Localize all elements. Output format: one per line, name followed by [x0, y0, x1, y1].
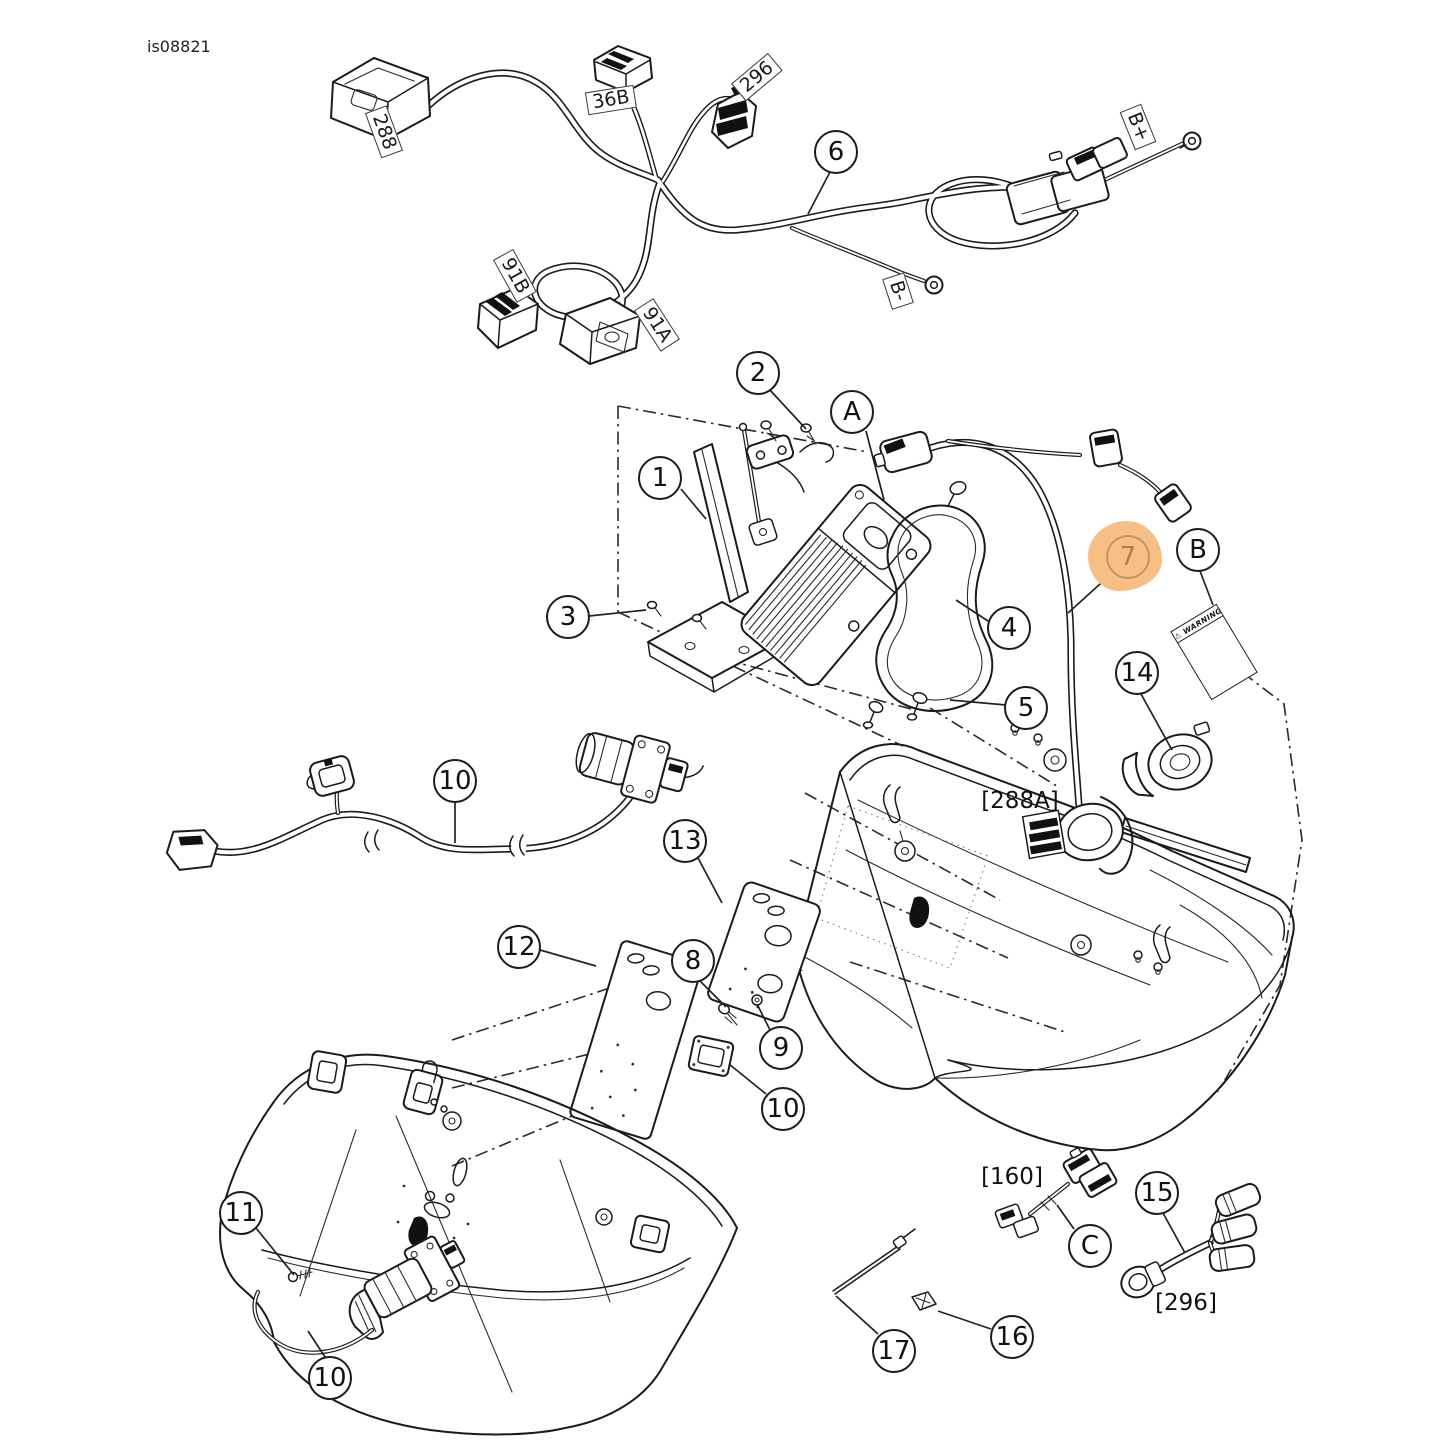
callout-13[interactable]: 13	[663, 819, 707, 863]
part-6-battery-harness	[330, 45, 1202, 365]
ring-terminal-b-minus	[924, 275, 944, 295]
amplifier	[740, 483, 932, 687]
part-4-bracket	[875, 480, 994, 712]
callout-6[interactable]: 6	[814, 130, 858, 174]
callout-a[interactable]: A	[830, 390, 874, 434]
part-16-clip	[911, 1291, 937, 1311]
part-3-screws	[646, 600, 707, 630]
harness-15-296	[1120, 1182, 1262, 1299]
callout-3[interactable]: 3	[546, 595, 590, 639]
ref-label-160: [160]	[981, 1164, 1043, 1190]
ref-label-288a: [288A]	[981, 788, 1059, 814]
callout-1[interactable]: 1	[638, 456, 682, 500]
left-saddlebag	[219, 1050, 738, 1436]
callout-2[interactable]: 2	[736, 351, 780, 395]
callout-4[interactable]: 4	[987, 606, 1031, 650]
fuse-holder	[1005, 150, 1110, 226]
part-7-harness	[873, 428, 1192, 845]
figure-id: is08821	[147, 37, 211, 56]
part-10-gasket	[687, 1035, 735, 1077]
leader-lines	[255, 171, 1214, 1358]
callout-15[interactable]: 15	[1135, 1171, 1179, 1215]
callout-7-highlighted[interactable]: 7	[1106, 535, 1150, 579]
callout-10-gasket[interactable]: 10	[761, 1087, 805, 1131]
part-17-cable-tie	[832, 1228, 916, 1295]
wire-break	[363, 828, 528, 865]
connector-288a	[1021, 795, 1134, 875]
part-10-harness	[165, 732, 704, 871]
connector-91a	[559, 297, 641, 365]
part-13-plate	[707, 881, 821, 1023]
part-8-screw	[717, 1003, 738, 1026]
callout-9[interactable]: 9	[759, 1026, 803, 1070]
part-2-screws	[760, 420, 817, 445]
connector-91b	[477, 287, 539, 349]
part-5-pins	[862, 691, 928, 729]
callout-10-bottom[interactable]: 10	[308, 1356, 352, 1400]
callout-10-harness[interactable]: 10	[433, 759, 477, 803]
ref-label-296: [296]	[1155, 1290, 1217, 1316]
callout-12[interactable]: 12	[497, 925, 541, 969]
callout-5[interactable]: 5	[1004, 686, 1048, 730]
part-12-plate	[569, 940, 703, 1140]
part-14-connector	[1121, 721, 1213, 797]
harness-c-160	[994, 1147, 1118, 1239]
bag-connector	[348, 1235, 466, 1340]
callout-11[interactable]: 11	[219, 1191, 263, 1235]
callout-16[interactable]: 16	[990, 1315, 1034, 1359]
callout-c[interactable]: C	[1068, 1224, 1112, 1268]
callout-17[interactable]: 17	[872, 1329, 916, 1373]
callout-14[interactable]: 14	[1115, 651, 1159, 695]
connector-b-plus	[1065, 137, 1128, 182]
callout-b[interactable]: B	[1176, 528, 1220, 572]
ring-terminal-b-plus	[1179, 131, 1202, 151]
callout-8[interactable]: 8	[671, 939, 715, 983]
connector-36b	[593, 45, 653, 93]
part-9-nut	[751, 994, 763, 1006]
